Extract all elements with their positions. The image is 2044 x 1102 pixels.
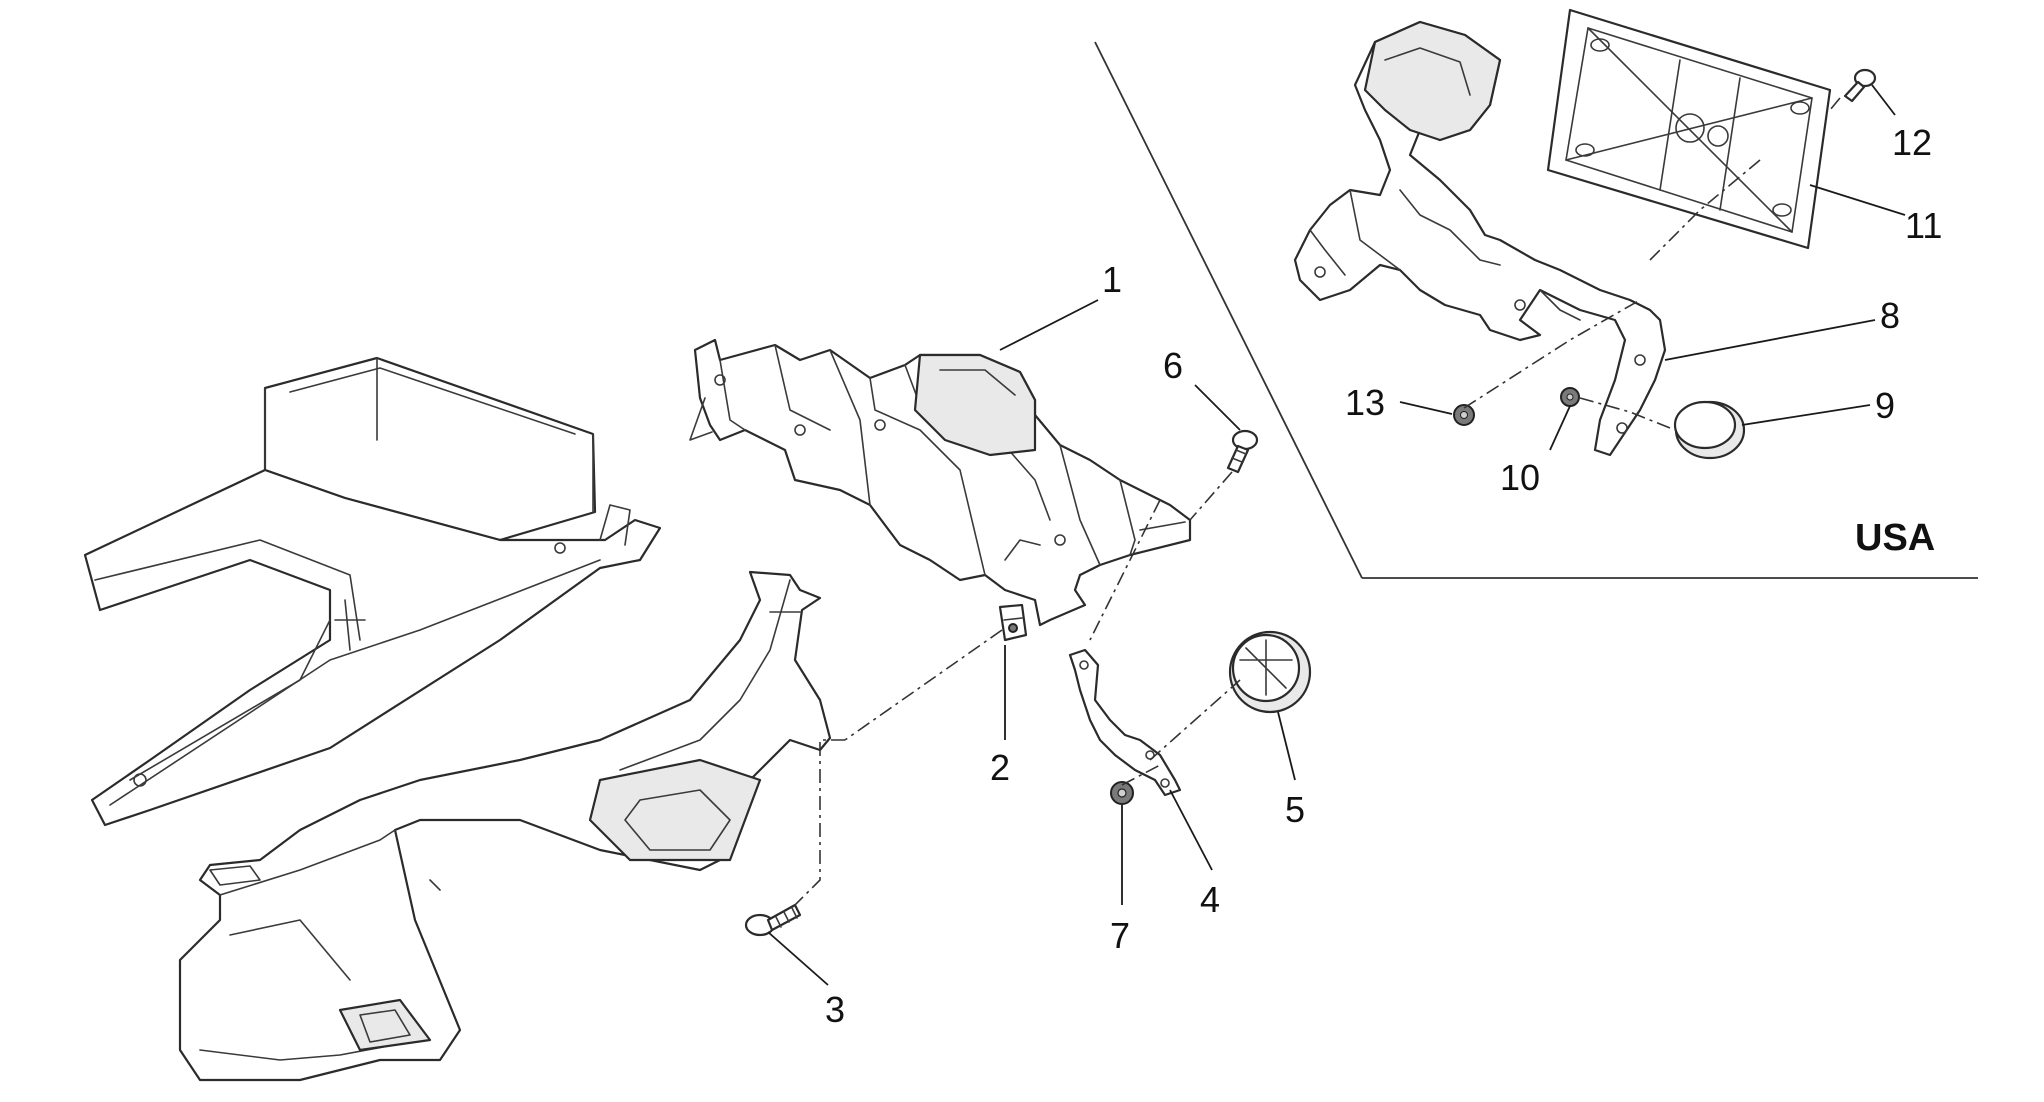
- part-7-nut: [1110, 781, 1134, 805]
- callout-1: 1: [1102, 259, 1122, 300]
- part-10-nut: [1560, 387, 1580, 407]
- rear-frame-storage-box: [83, 356, 662, 827]
- part-13-nut: [1453, 404, 1475, 426]
- undertray: [178, 570, 832, 1082]
- callout-12: 12: [1892, 122, 1932, 163]
- callout-4: 4: [1200, 879, 1220, 920]
- callout-9: 9: [1875, 385, 1895, 426]
- callout-10: 10: [1500, 457, 1540, 498]
- callout-leaders: [767, 84, 1906, 986]
- usa-variant-frame: [1094, 41, 1978, 579]
- part-12-screw: [1843, 68, 1877, 103]
- callout-7: 7: [1110, 915, 1130, 956]
- part-4-lamp-bracket: [1068, 648, 1182, 797]
- callout-13: 13: [1345, 382, 1385, 423]
- part-2-clip-nut: [998, 603, 1028, 642]
- callout-11: 11: [1905, 205, 1942, 246]
- part-9-reflector: [1673, 400, 1746, 460]
- part-8-usa-license-bracket: [1293, 20, 1667, 457]
- callout-2: 2: [990, 747, 1010, 788]
- callout-6: 6: [1163, 345, 1183, 386]
- part-5-reflector: [1228, 630, 1312, 714]
- assembly-center-lines: [789, 97, 1841, 911]
- callout-8: 8: [1880, 295, 1900, 336]
- callout-5: 5: [1285, 789, 1305, 830]
- part-6-screw: [1226, 429, 1259, 474]
- part-3-screw: [744, 903, 802, 937]
- region-label-usa: USA: [1855, 517, 1935, 559]
- part-1-license-bracket: [689, 338, 1192, 627]
- callout-3: 3: [825, 989, 845, 1030]
- part-11-license-plate: [1546, 8, 1832, 250]
